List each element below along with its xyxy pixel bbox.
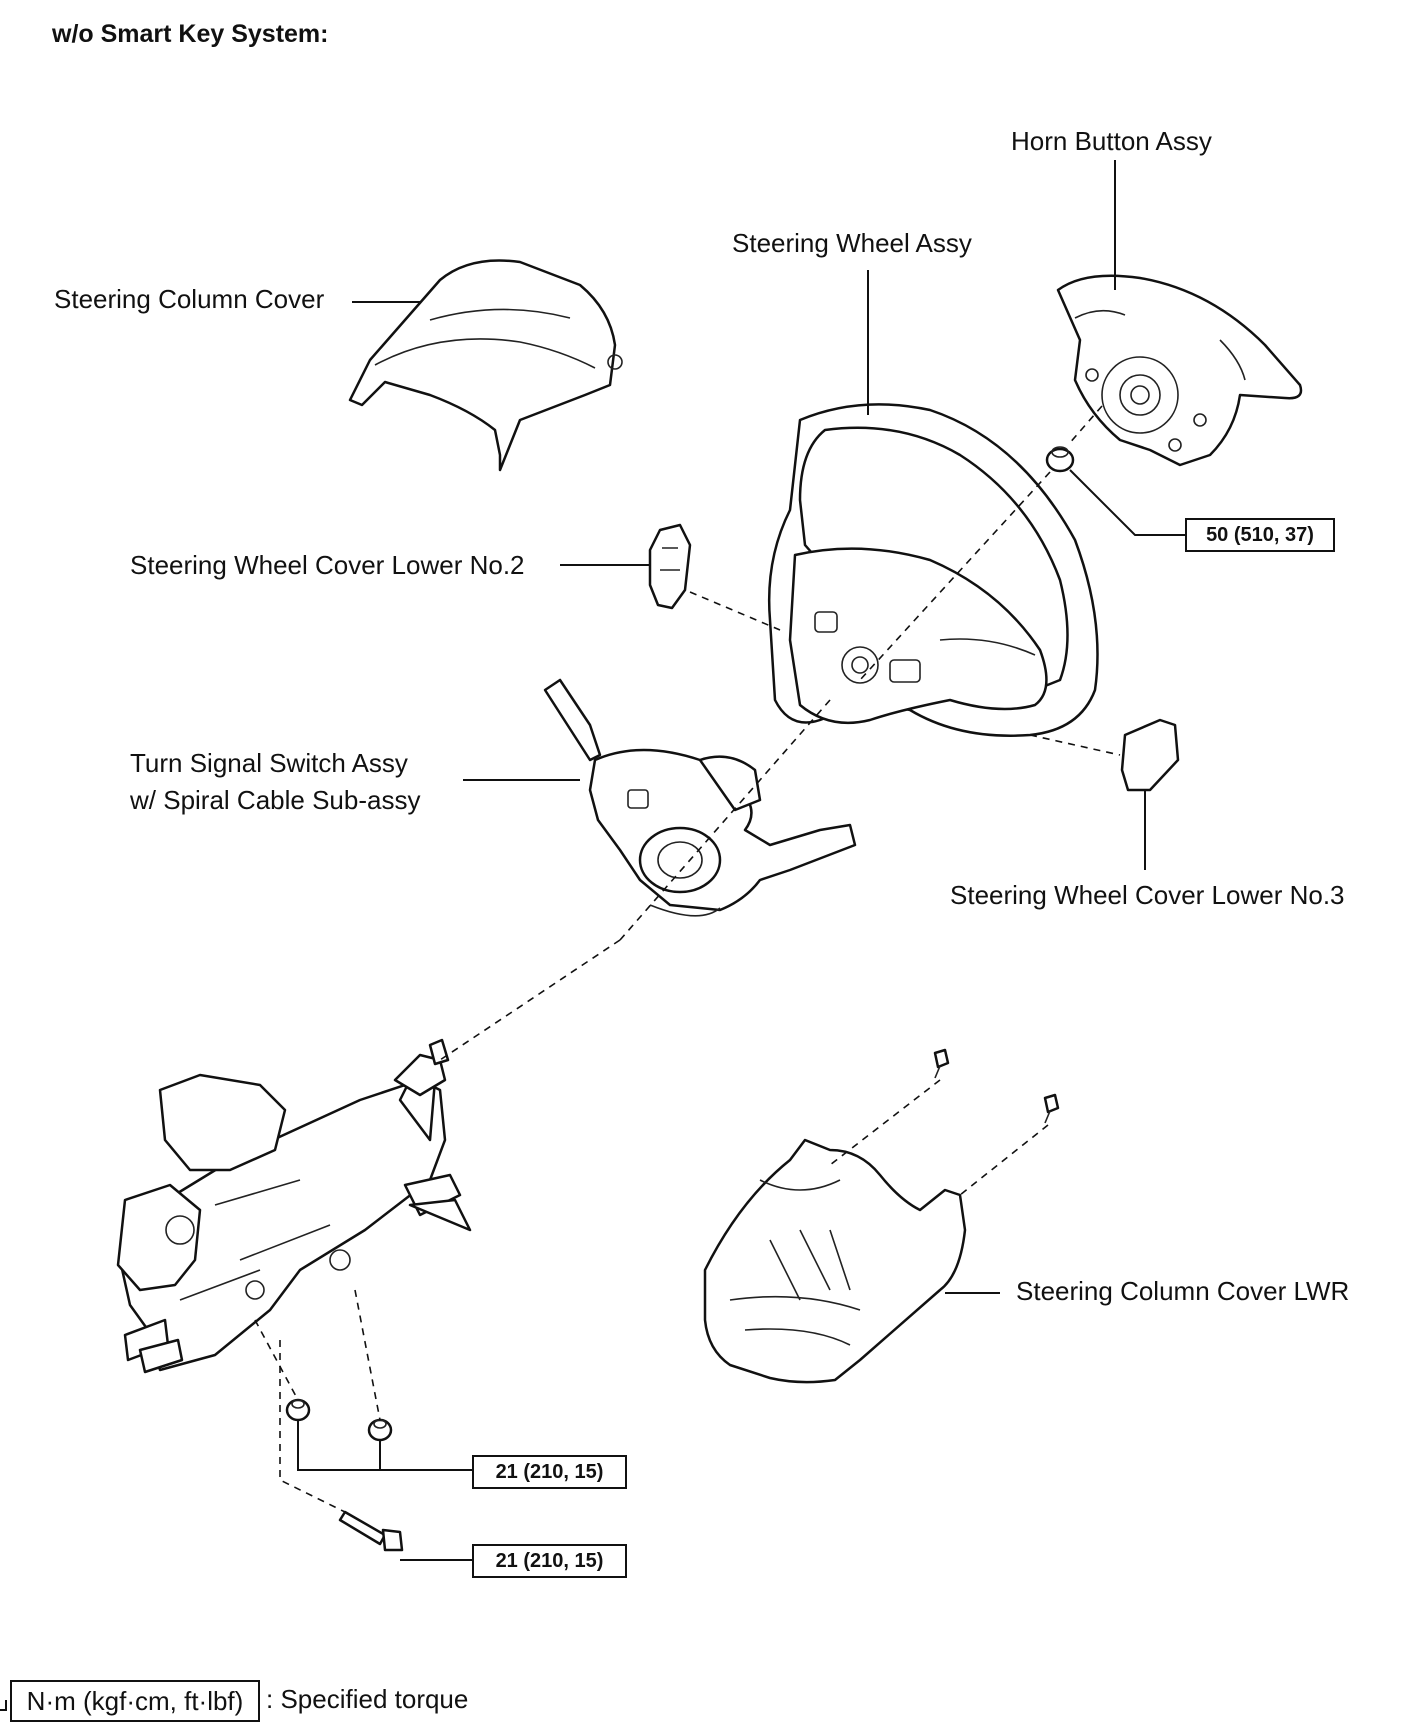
cover-screw-lower-part <box>1043 1093 1060 1124</box>
label-turn-signal-line2: w/ Spiral Cable Sub-assy <box>130 785 421 815</box>
assembly-dashed-lines <box>254 405 1121 1513</box>
diagram-title: w/o Smart Key System: <box>52 20 329 48</box>
torque-legend-text: : Specified torque <box>266 1684 469 1714</box>
torque-legend-unit-box: N·m (kgf·cm, ft·lbf) <box>10 1680 260 1722</box>
column-nut-right-part <box>367 1418 393 1442</box>
column-nut-left-part <box>285 1398 311 1422</box>
label-horn-button-assy: Horn Button Assy <box>1011 126 1212 156</box>
steering-wheel-assy-part <box>767 403 1099 737</box>
label-column-cover-lwr: Steering Column Cover LWR <box>1016 1276 1350 1306</box>
column-cover-lwr-part <box>703 1138 967 1384</box>
horn-nut-part <box>1045 446 1075 473</box>
label-cover-lower-no2: Steering Wheel Cover Lower No.2 <box>130 550 525 580</box>
torque-column-nuts: 21 (210, 15) <box>472 1455 627 1489</box>
label-steering-wheel-assy: Steering Wheel Assy <box>732 228 972 258</box>
cover-lower-no2-part <box>648 523 692 610</box>
cover-screw-upper-part <box>933 1048 950 1079</box>
torque-horn-nut: 50 (510, 37) <box>1185 518 1335 552</box>
label-turn-signal-line1: Turn Signal Switch Assy <box>130 748 408 778</box>
column-bolt-part <box>338 1510 404 1552</box>
steering-column-cover-part <box>348 259 623 472</box>
leader-lines <box>297 160 1185 1561</box>
steering-column-assy-part <box>116 1038 472 1374</box>
label-steering-column-cover: Steering Column Cover <box>54 284 325 314</box>
cover-lower-no3-part <box>1120 718 1180 792</box>
turn-signal-switch-part <box>543 678 857 917</box>
horn-button-assy-part <box>1056 274 1303 467</box>
legend-corner-mark <box>0 1700 7 1711</box>
torque-column-bolt: 21 (210, 15) <box>472 1544 627 1578</box>
label-cover-lower-no3: Steering Wheel Cover Lower No.3 <box>950 880 1345 910</box>
